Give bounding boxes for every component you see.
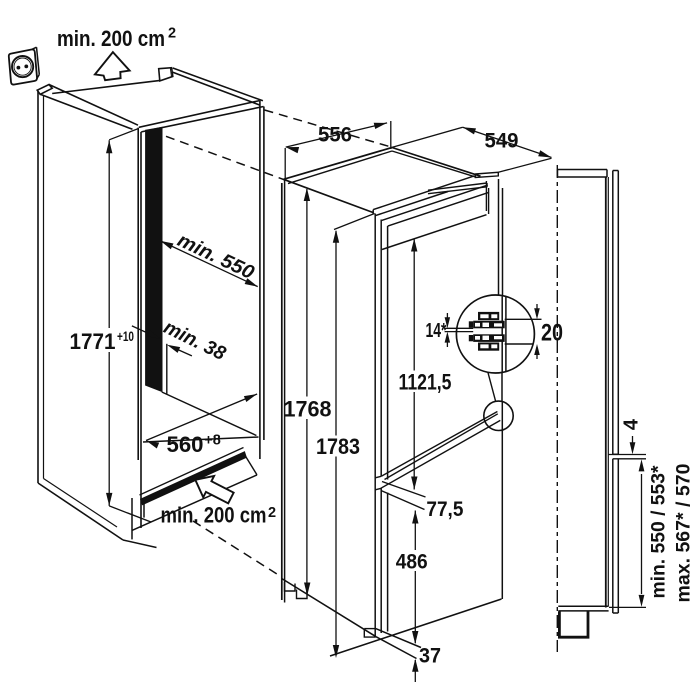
svg-text:4: 4: [621, 418, 643, 430]
svg-text:min. 200 cm: min. 200 cm: [57, 26, 165, 51]
svg-text:min. 200 cm: min. 200 cm: [161, 503, 267, 528]
svg-text:20: 20: [541, 320, 563, 347]
svg-text:max. 567* / 570: max. 567* / 570: [674, 464, 695, 603]
svg-text:549: 549: [485, 130, 519, 153]
svg-text:1121,5: 1121,5: [399, 370, 452, 395]
svg-text:14*: 14*: [426, 320, 447, 342]
svg-text:37: 37: [419, 645, 441, 668]
svg-text:556: 556: [318, 124, 352, 147]
svg-text:486: 486: [396, 550, 428, 573]
svg-text:+10: +10: [117, 329, 134, 344]
svg-text:1771: 1771: [70, 329, 116, 354]
svg-text:2: 2: [168, 26, 176, 42]
svg-text:min. 550 / 553*: min. 550 / 553*: [649, 465, 670, 599]
svg-text:560: 560: [167, 432, 204, 457]
svg-text:2: 2: [268, 505, 276, 521]
svg-text:1768: 1768: [284, 397, 332, 422]
svg-text:+8: +8: [204, 433, 221, 449]
svg-text:1783: 1783: [316, 434, 360, 459]
svg-text:77,5: 77,5: [426, 498, 463, 521]
